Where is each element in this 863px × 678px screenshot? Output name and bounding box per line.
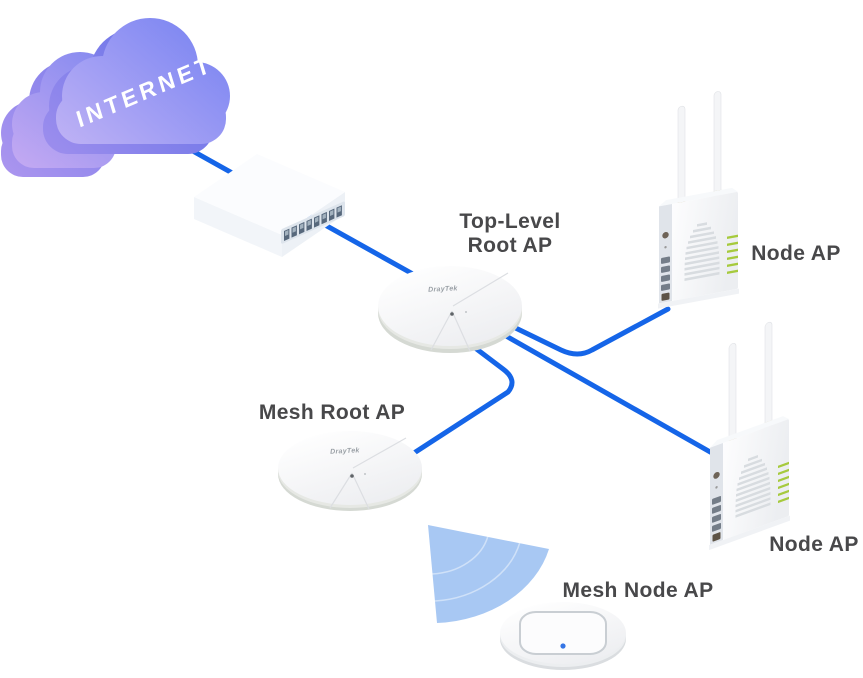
nodeap1-side-slots: [661, 256, 670, 301]
rootap-seams: [430, 272, 509, 352]
nodeap1-antenna-right: [713, 91, 722, 204]
wifi-signal-wedge: [428, 525, 549, 623]
nodeap2-antenna-right: [764, 321, 773, 435]
internet-cloud: INTERNET: [1, 18, 230, 177]
node-ap-1: [658, 91, 739, 309]
diagram-labels: Top-Level Root AP Node AP Mesh Root AP N…: [259, 210, 859, 602]
cloud-front: [56, 18, 230, 144]
meshroot-led: [350, 474, 354, 478]
wifi-signal-sector: [428, 525, 549, 623]
nodeap1-vents: [684, 222, 720, 281]
nodeap1-status-leds: [727, 234, 738, 275]
nodeap1-base-flange: [658, 288, 739, 309]
nodeap2-vents: [735, 454, 771, 518]
label-node-ap-2: Node AP: [769, 533, 859, 556]
nodeap2-status-leds: [778, 461, 789, 504]
link-rootap-meshrootap: [411, 335, 515, 456]
rootap-led: [450, 312, 454, 316]
label-mesh-root-ap: Mesh Root AP: [259, 401, 405, 424]
nodeap1-top-face: [659, 187, 738, 207]
nodeap1-lan-port: [661, 292, 670, 301]
label-node-ap-1: Node AP: [751, 242, 841, 265]
wifi-signal-arc-inner: [431, 535, 489, 575]
label-top-level-root-ap-line2: Root AP: [468, 234, 553, 257]
nodeap1-antenna-jack: [662, 231, 669, 239]
mesh-node-ap: [500, 602, 626, 670]
label-top-level-root-ap-line1: Top-Level: [459, 210, 560, 233]
wifi-signal-arc-outer: [434, 541, 521, 602]
rootap-brand-logo: DrayTek: [428, 285, 459, 294]
meshnode-led: [560, 643, 566, 649]
switch-face-left: [194, 197, 282, 257]
mesh-root-ap: DrayTek: [278, 431, 422, 511]
link-rootap-nodeap2: [489, 325, 722, 460]
nodeap2-antenna-left: [728, 342, 737, 449]
rootap-button: [465, 311, 467, 313]
meshroot-seams: [329, 437, 407, 510]
meshroot-top: [278, 431, 422, 505]
meshnode-squircle-ring: [519, 611, 607, 655]
nodeap1-front-face: [672, 192, 738, 301]
nodeap2-antenna-jack: [713, 471, 720, 479]
meshroot-brand-logo: DrayTek: [330, 447, 361, 456]
ethernet-switch: [194, 154, 345, 257]
meshroot-button: [364, 473, 366, 475]
link-rootap-nodeap1: [492, 306, 671, 357]
label-mesh-node-ap: Mesh Node AP: [562, 579, 713, 602]
nodeap1-antenna-left: [677, 105, 686, 211]
switch-ports: [281, 201, 345, 244]
nodeap2-base-flange: [709, 515, 790, 551]
top-level-root-ap: DrayTek: [378, 266, 522, 353]
nodeap2-side-slots: [712, 496, 721, 542]
nodeap2-lan-port: [712, 532, 721, 542]
nodeap2-top-face: [710, 416, 789, 448]
switch-port-row: [284, 205, 342, 241]
switch-face-top: [194, 154, 345, 235]
nodeap2-reset-hole: [715, 486, 718, 489]
node-ap-2: [709, 321, 790, 551]
nodeap1-reset-hole: [664, 245, 667, 249]
